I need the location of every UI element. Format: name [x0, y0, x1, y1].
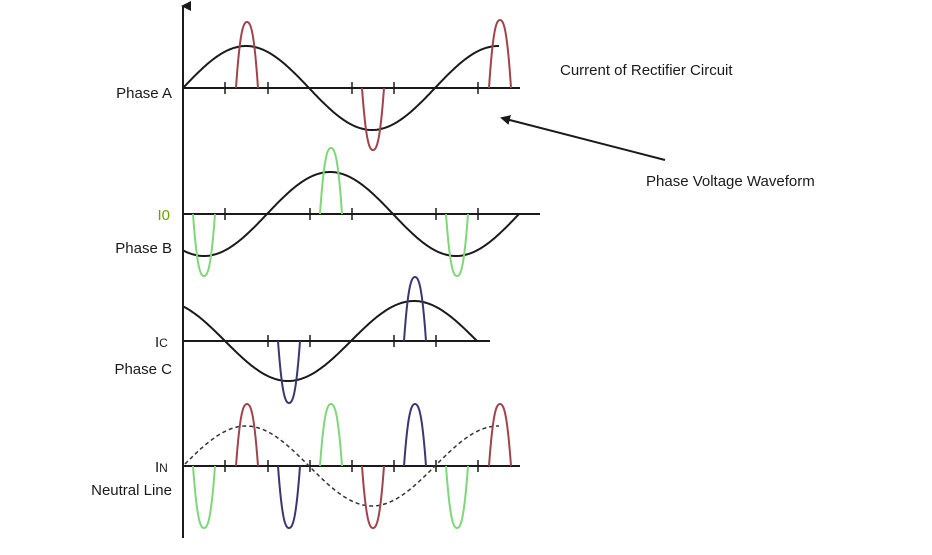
phase-c-current-pulse: [403, 275, 427, 342]
current-label-in: IN: [155, 459, 168, 476]
annotation-arrow: [500, 115, 666, 161]
neutral-current-pulse: [488, 402, 512, 467]
neutral-reference-waveform: [184, 425, 499, 507]
phase-c-current-pulse: [277, 340, 301, 405]
diagram-title: Current of Rectifier Circuit: [560, 62, 733, 79]
neutral-current-pulse: [192, 465, 216, 530]
current-label-ic-main: I: [155, 334, 159, 351]
phase-b-current-pulse: [192, 213, 216, 278]
neutral-current-pulse: [277, 465, 301, 530]
ticks-phase-c: [267, 335, 437, 347]
phase-c-voltage-waveform: [182, 300, 478, 382]
neutral-current-pulse: [319, 402, 343, 467]
neutral-current-pulse: [445, 465, 469, 530]
row-label-neutral: Neutral Line: [91, 482, 172, 499]
phase-b-current-pulse: [319, 146, 343, 215]
current-label-in-sub: N: [159, 461, 168, 475]
current-label-in-main: I: [155, 459, 159, 476]
current-label-ic: IC: [155, 334, 168, 351]
phase-b-current-pulse: [445, 213, 469, 278]
phase-a-current-pulse: [488, 18, 512, 89]
annotation-label: Phase Voltage Waveform: [646, 173, 815, 190]
current-label-ic-sub: C: [159, 336, 168, 350]
ticks-phase-a: [224, 82, 479, 94]
phase-a-voltage-waveform: [182, 45, 499, 131]
neutral-current-pulse: [235, 402, 259, 467]
row-label-phase-c: Phase C: [114, 361, 172, 378]
phase-a-current-pulse: [361, 87, 385, 152]
neutral-current-pulse: [403, 402, 427, 467]
phase-a-current-pulse: [235, 20, 259, 89]
row-label-phase-a: Phase A: [116, 85, 172, 102]
current-label-i0: I0: [157, 207, 170, 224]
current-pulses: [192, 18, 512, 530]
ticks-phase-b: [224, 208, 479, 220]
row-label-phase-b: Phase B: [115, 240, 172, 257]
neutral-current-pulse: [361, 465, 385, 530]
